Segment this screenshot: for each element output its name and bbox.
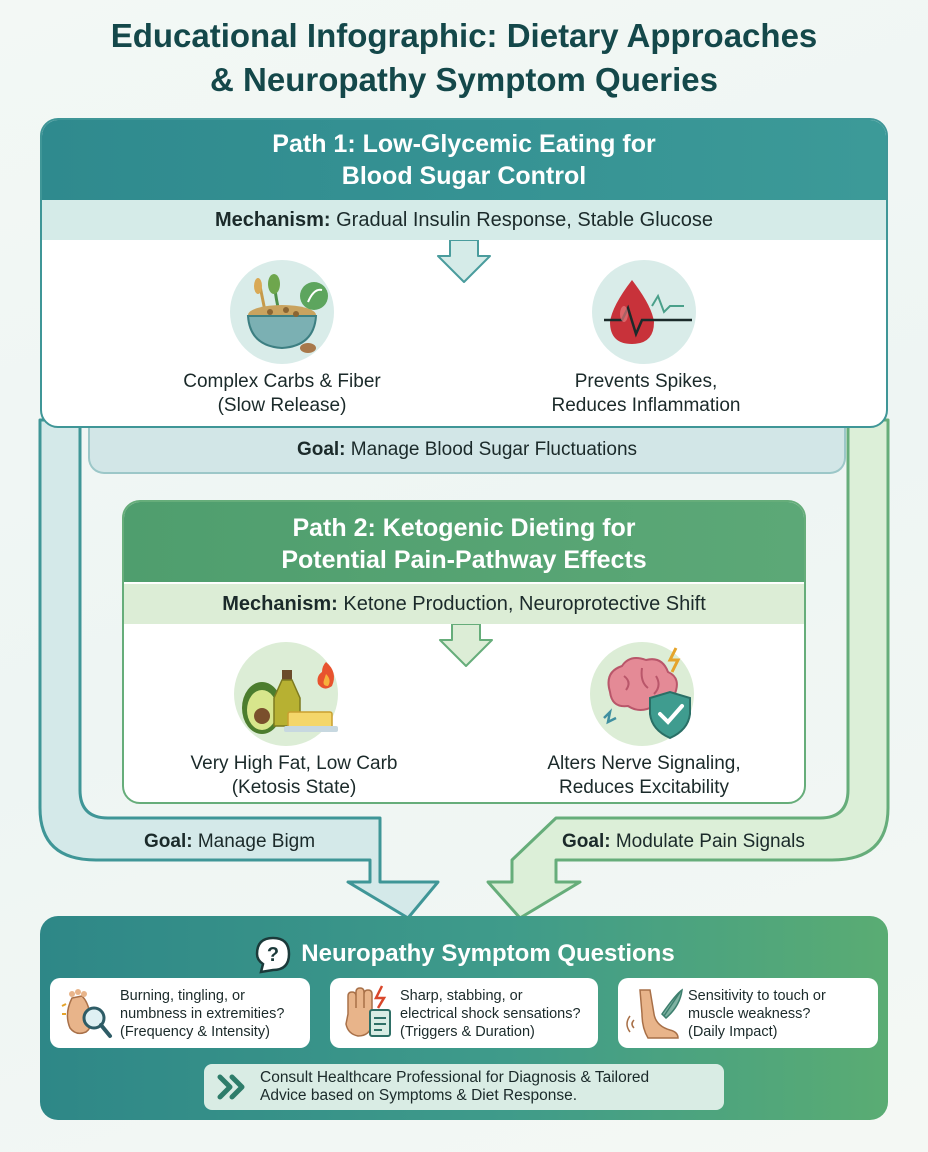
right-flow-goal-label: Goal: [562, 831, 611, 852]
path1-heading-line-1: Path 1: Low-Glycemic Eating for [272, 130, 656, 158]
path2-item-2-line-2: Reduces Excitability [558, 777, 730, 798]
path2-item-1-line-2: (Ketosis State) [231, 777, 357, 798]
left-flow-goal: Goal: Manage Bigm [144, 830, 315, 854]
path1-heading-line-2: Blood Sugar Control [341, 162, 587, 190]
path1-goal-bar: Goal: Manage Blood Sugar Fluctuations [88, 428, 846, 474]
infographic-title: Educational Infographic: Dietary Approac… [0, 14, 928, 102]
symptom-title-text: Neuropathy Symptom Questions [301, 940, 675, 967]
path1-mechanism-label: Mechanism: [214, 209, 331, 231]
path1-card: Path 1: Low-Glycemic Eating for Blood Su… [40, 118, 888, 428]
path1-item-1-label: Complex Carbs & Fiber (Slow Release) [150, 370, 414, 418]
path2-heading-line-2: Potential Pain-Pathway Effects [281, 546, 647, 574]
question-3-text: Sensitivity to touch or muscle weakness?… [688, 987, 826, 1041]
leg-feather-icon [626, 988, 683, 1039]
path1-goal-text: Manage Blood Sugar Fluctuations [350, 439, 638, 460]
question-2-line-1: Sharp, stabbing, or [400, 988, 523, 1004]
title-line-1: Educational Infographic: Dietary Approac… [110, 17, 818, 54]
question-2-line-2: electrical shock sensations? [400, 1006, 581, 1022]
double-chevron-right-icon [217, 1074, 245, 1100]
question-1-line-2: numbness in extremities? [120, 1006, 285, 1022]
path2-item-1-line-1: Very High Fat, Low Carb [190, 753, 398, 774]
symptom-panel: ? Neuropathy Symptom Questions Burning, … [40, 916, 888, 1120]
question-1-line-1: Burning, tingling, or [120, 988, 245, 1004]
path1-mechanism-bar: Mechanism: Gradual Insulin Response, Sta… [42, 200, 886, 240]
left-flow-goal-text: Manage Bigm [197, 831, 316, 852]
question-3-line-3: (Daily Impact) [688, 1024, 778, 1040]
foot-magnifier-icon [61, 989, 112, 1038]
title-line-2: & Neuropathy Symptom Queries [210, 61, 718, 98]
blood-drop-icon [592, 260, 696, 364]
path2-item-2-label: Alters Nerve Signaling, Reduces Excitabi… [514, 752, 774, 800]
path1-item-2-label: Prevents Spikes, Reduces Inflammation [516, 370, 776, 418]
path1-mechanism-text: Gradual Insulin Response, Stable Glucose [336, 209, 714, 231]
consult-line-1: Consult Healthcare Professional for Diag… [260, 1069, 650, 1086]
brain-shield-icon [590, 642, 694, 746]
path2-card: Path 2: Ketogenic Dieting for Potential … [122, 500, 806, 804]
path2-header: Path 2: Ketogenic Dieting for Potential … [124, 502, 804, 582]
svg-text:?: ? [267, 944, 279, 966]
question-2-text: Sharp, stabbing, or electrical shock sen… [400, 987, 581, 1041]
question-2-line-3: (Triggers & Duration) [400, 1024, 535, 1040]
consult-line-2: Advice based on Symptoms & Diet Response… [260, 1087, 578, 1104]
question-bubble-icon: ? [256, 936, 291, 974]
left-band-fill [38, 418, 440, 920]
right-flow-goal-text: Modulate Pain Signals [615, 831, 805, 852]
path2-mechanism-bar: Mechanism: Ketone Production, Neuroprote… [124, 584, 804, 624]
path1-item-1-line-1: Complex Carbs & Fiber [183, 371, 381, 392]
path2-heading-line-1: Path 2: Ketogenic Dieting for [292, 514, 636, 542]
path1-header: Path 1: Low-Glycemic Eating for Blood Su… [42, 120, 886, 200]
question-card-1: Burning, tingling, or numbness in extrem… [50, 978, 310, 1048]
question-card-3: Sensitivity to touch or muscle weakness?… [618, 978, 878, 1048]
grain-bowl-icon [230, 260, 334, 364]
path2-mechanism-text: Ketone Production, Neuroprotective Shift [343, 593, 706, 615]
right-flow-goal: Goal: Modulate Pain Signals [562, 830, 805, 854]
question-3-line-2: muscle weakness? [688, 1006, 811, 1022]
path1-down-arrow [437, 240, 491, 283]
question-1-line-3: (Frequency & Intensity) [120, 1024, 270, 1040]
symptom-panel-title: ? Neuropathy Symptom Questions [40, 934, 888, 974]
question-card-2: Sharp, stabbing, or electrical shock sen… [330, 978, 598, 1048]
path2-down-arrow [439, 624, 493, 667]
left-flow-goal-label: Goal: [144, 831, 193, 852]
path1-item-2-line-2: Reduces Inflammation [551, 395, 741, 416]
question-1-text: Burning, tingling, or numbness in extrem… [120, 987, 284, 1041]
path1-item-1-line-2: (Slow Release) [217, 395, 347, 416]
path2-mechanism-label: Mechanism: [222, 593, 338, 615]
path1-goal-label: Goal: [296, 439, 346, 460]
avocado-oil-butter-icon [234, 642, 338, 746]
question-3-line-1: Sensitivity to touch or [688, 988, 826, 1004]
consult-banner: Consult Healthcare Professional for Diag… [204, 1064, 724, 1110]
path1-item-2-line-1: Prevents Spikes, [574, 371, 718, 392]
path2-item-2-line-1: Alters Nerve Signaling, [547, 753, 741, 774]
path2-item-1-label: Very High Fat, Low Carb (Ketosis State) [164, 752, 424, 800]
hand-clipboard-icon [345, 985, 391, 1037]
consult-text: Consult Healthcare Professional for Diag… [260, 1069, 649, 1105]
